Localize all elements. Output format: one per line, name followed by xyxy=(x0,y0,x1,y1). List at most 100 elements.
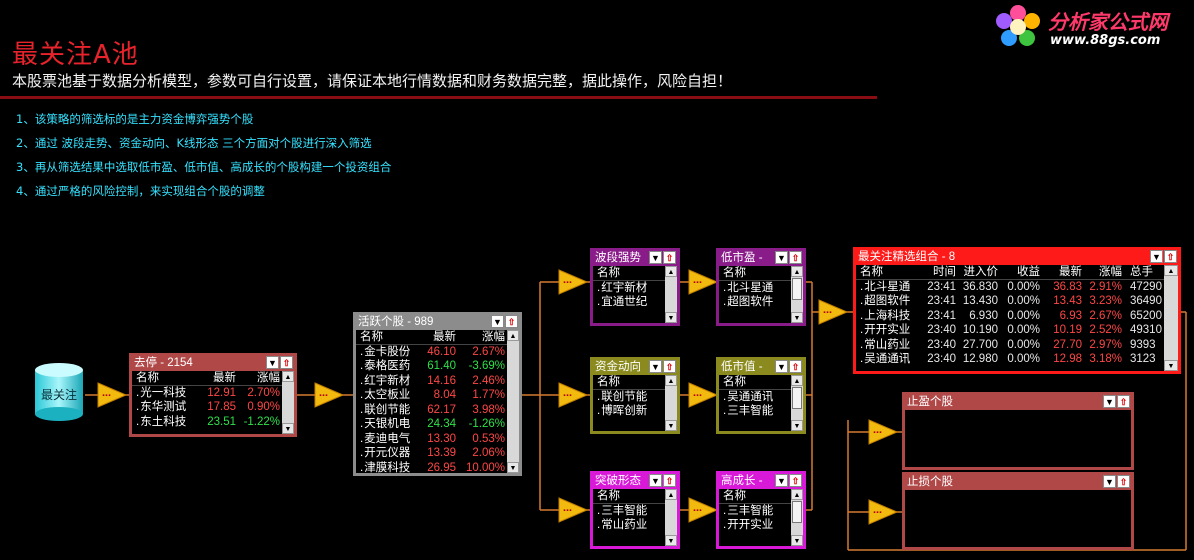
panel-portfolio[interactable]: 最关注精选组合 - 8 ▼⇧ 名称 时间 进入价 收益 最新 涨幅 总手 北斗星… xyxy=(853,247,1181,374)
dropdown-icon[interactable]: ▼ xyxy=(649,251,662,264)
column-header[interactable]: 最新 xyxy=(433,331,456,343)
panel-gaochengzhang[interactable]: 高成长 - ▼⇧ 名称 三丰智能 开开实业 ▲▼ xyxy=(716,471,806,549)
filter-node[interactable]: … xyxy=(97,382,127,408)
column-header[interactable]: 涨幅 xyxy=(482,331,505,343)
dropdown-icon[interactable]: ▼ xyxy=(266,356,279,369)
up-arrow-icon[interactable]: ⇧ xyxy=(789,360,802,373)
filter-node[interactable]: … xyxy=(868,499,898,525)
table-row[interactable]: 三丰智能 xyxy=(719,404,791,419)
portfolio-grid[interactable]: 名称 时间 进入价 收益 最新 涨幅 总手 北斗星通23:4136.8300.0… xyxy=(856,265,1164,371)
dropdown-icon[interactable]: ▼ xyxy=(649,360,662,373)
scrollbar[interactable]: ▲▼ xyxy=(665,375,677,431)
column-header[interactable]: 名称 xyxy=(860,266,883,278)
panel-zhangting[interactable]: 去停 - 2154 ▼⇧ 名称 最新 涨幅 光一科技 12.91 2.70% 东… xyxy=(129,353,297,437)
up-arrow-icon[interactable]: ⇧ xyxy=(1117,395,1130,408)
column-header[interactable]: 名称 xyxy=(723,267,746,279)
table-row[interactable]: 常山药业 xyxy=(593,518,665,533)
filter-node[interactable]: … xyxy=(558,269,588,295)
stock-grid[interactable]: 名称 三丰智能 开开实业 xyxy=(719,489,791,546)
scroll-up-icon[interactable]: ▲ xyxy=(665,489,677,500)
filter-node[interactable]: … xyxy=(314,382,344,408)
scroll-down-icon[interactable]: ▼ xyxy=(791,420,803,431)
stock-grid[interactable] xyxy=(905,410,1131,467)
panel-stop-loss[interactable]: 止损个股 ▼⇧ xyxy=(902,472,1134,550)
column-header[interactable]: 进入价 xyxy=(963,266,999,278)
scroll-down-icon[interactable]: ▼ xyxy=(507,462,519,473)
database-source[interactable]: 最关注 xyxy=(33,362,85,422)
scrollbar[interactable]: ▲▼ xyxy=(665,266,677,323)
scroll-down-icon[interactable]: ▼ xyxy=(791,535,803,546)
scrollbar[interactable]: ▲▼ xyxy=(791,375,803,431)
scroll-down-icon[interactable]: ▼ xyxy=(791,312,803,323)
table-row[interactable]: 红宇新材 xyxy=(593,281,665,296)
table-row[interactable]: 开开实业 xyxy=(719,518,791,533)
table-row[interactable]: 超图软件 xyxy=(719,295,791,310)
scroll-up-icon[interactable]: ▲ xyxy=(665,266,677,277)
scroll-up-icon[interactable]: ▲ xyxy=(507,330,519,341)
dropdown-icon[interactable]: ▼ xyxy=(649,474,662,487)
scrollbar[interactable]: ▲▼ xyxy=(282,371,294,434)
stock-grid[interactable]: 名称 吴通通讯 三丰智能 xyxy=(719,375,791,431)
scroll-down-icon[interactable]: ▼ xyxy=(665,420,677,431)
panel-huoyue[interactable]: 活跃个股 - 989 ▼⇧ 名称 最新 涨幅 金卡股份46.102.67%泰格医… xyxy=(353,312,522,476)
column-header[interactable]: 名称 xyxy=(597,490,620,502)
table-row[interactable]: 光一科技 12.91 2.70% xyxy=(132,386,282,401)
scrollbar[interactable]: ▲▼ xyxy=(507,330,519,473)
column-header[interactable]: 收益 xyxy=(1017,266,1040,278)
column-header[interactable]: 最新 xyxy=(1059,266,1082,278)
dropdown-icon[interactable]: ▼ xyxy=(491,315,504,328)
column-header[interactable]: 涨幅 xyxy=(257,372,280,384)
table-row[interactable]: 联创节能 xyxy=(593,390,665,405)
scroll-up-icon[interactable]: ▲ xyxy=(665,375,677,386)
scroll-down-icon[interactable]: ▼ xyxy=(665,535,677,546)
stock-grid[interactable] xyxy=(905,490,1131,547)
scroll-thumb[interactable] xyxy=(792,501,802,523)
column-header[interactable]: 涨幅 xyxy=(1099,266,1122,278)
table-row[interactable]: 博晖创新 xyxy=(593,404,665,419)
scroll-up-icon[interactable]: ▲ xyxy=(791,375,803,386)
scroll-down-icon[interactable]: ▼ xyxy=(665,312,677,323)
panel-take-profit[interactable]: 止盈个股 ▼⇧ xyxy=(902,392,1134,470)
panel-tupo[interactable]: 突破形态 ▼⇧ 名称 三丰智能 常山药业 ▲▼ xyxy=(590,471,680,549)
stock-grid[interactable]: 名称 最新 涨幅 金卡股份46.102.67%泰格医药61.40-3.69%红宇… xyxy=(356,330,507,473)
scroll-thumb[interactable] xyxy=(792,278,802,300)
up-arrow-icon[interactable]: ⇧ xyxy=(1117,475,1130,488)
scroll-down-icon[interactable]: ▼ xyxy=(282,423,294,434)
scroll-up-icon[interactable]: ▲ xyxy=(282,371,294,382)
up-arrow-icon[interactable]: ⇧ xyxy=(663,251,676,264)
stock-grid[interactable]: 名称 最新 涨幅 光一科技 12.91 2.70% 东华测试 17.85 0.9… xyxy=(132,371,282,434)
up-arrow-icon[interactable]: ⇧ xyxy=(663,474,676,487)
column-header[interactable]: 名称 xyxy=(723,490,746,502)
panel-boduan[interactable]: 波段强势 ▼⇧ 名称 红宇新材 宜通世纪 ▲▼ xyxy=(590,248,680,326)
column-header[interactable]: 时间 xyxy=(933,266,956,278)
dropdown-icon[interactable]: ▼ xyxy=(1103,395,1116,408)
table-row[interactable]: 宜通世纪 xyxy=(593,295,665,310)
column-header[interactable]: 名称 xyxy=(597,267,620,279)
filter-node[interactable]: … xyxy=(688,382,718,408)
stock-grid[interactable]: 名称 联创节能 博晖创新 xyxy=(593,375,665,431)
column-header[interactable]: 名称 xyxy=(136,372,159,384)
filter-node[interactable]: … xyxy=(818,299,848,325)
table-row[interactable]: 北斗星通 xyxy=(719,281,791,296)
scroll-thumb[interactable] xyxy=(792,387,802,409)
stock-grid[interactable]: 名称 三丰智能 常山药业 xyxy=(593,489,665,546)
table-row[interactable]: 三丰智能 xyxy=(593,504,665,519)
stock-grid[interactable]: 名称 北斗星通 超图软件 xyxy=(719,266,791,323)
scroll-up-icon[interactable]: ▲ xyxy=(1164,265,1178,276)
scrollbar[interactable]: ▲▼ xyxy=(1164,265,1178,371)
filter-node[interactable]: … xyxy=(558,382,588,408)
panel-zijin[interactable]: 资金动向 ▼⇧ 名称 联创节能 博晖创新 ▲▼ xyxy=(590,357,680,434)
column-header[interactable]: 名称 xyxy=(723,376,746,388)
column-header[interactable]: 名称 xyxy=(360,331,383,343)
panel-dishiying[interactable]: 低市盈 - ▼⇧ 名称 北斗星通 超图软件 ▲▼ xyxy=(716,248,806,326)
up-arrow-icon[interactable]: ⇧ xyxy=(1164,250,1177,263)
